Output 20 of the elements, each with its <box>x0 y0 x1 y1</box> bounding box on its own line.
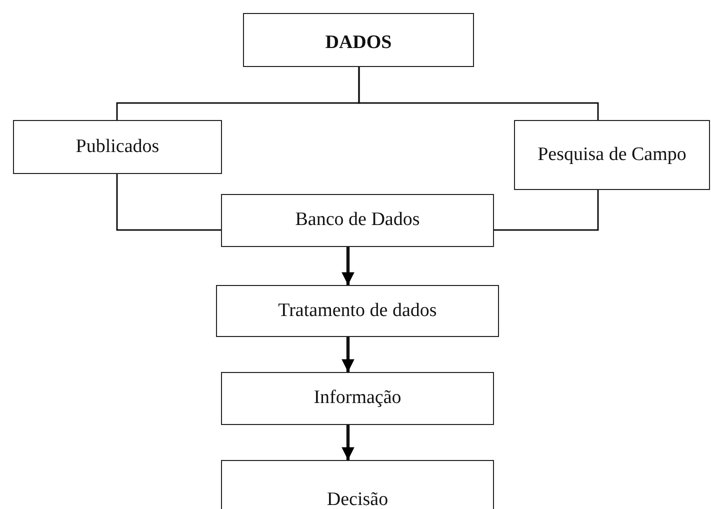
box-label: Tratamento de dados <box>278 298 437 323</box>
process-box <box>243 13 474 67</box>
process-box <box>221 460 494 509</box>
connector-line <box>358 67 599 120</box>
box-label: Publicados <box>76 134 160 159</box>
process-box <box>514 120 710 190</box>
box-label: DADOS <box>325 30 392 55</box>
box-label: Pesquisa de Campo <box>538 142 686 167</box>
box-label: Informação <box>314 386 402 410</box>
connector-line <box>494 190 599 231</box>
arrow <box>342 337 354 372</box>
box-label: Decisão <box>326 488 388 509</box>
connector-line <box>116 174 221 231</box>
process-box <box>221 194 494 247</box>
process-box <box>216 285 499 337</box>
process-box <box>13 120 222 174</box>
box-label: Banco de Dados <box>295 208 420 232</box>
arrow <box>342 247 354 285</box>
arrow <box>342 425 354 460</box>
process-box <box>221 372 494 425</box>
